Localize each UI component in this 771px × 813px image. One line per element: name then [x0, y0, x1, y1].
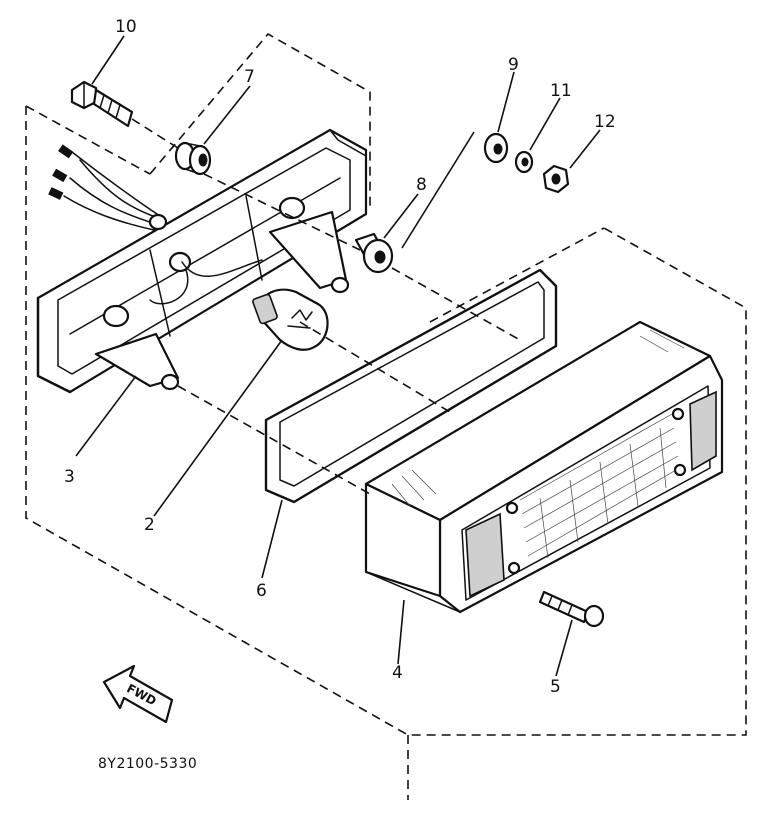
- part-number-9: 9: [508, 55, 519, 75]
- washer-part: [483, 132, 509, 164]
- screw-part: [70, 80, 179, 149]
- hex-nut-part: [542, 164, 570, 194]
- lens-texture: [391, 329, 685, 559]
- lens-part: [364, 320, 724, 614]
- grommet-part: [174, 141, 212, 176]
- part-number-7: 7: [244, 67, 255, 87]
- lens-screw-part: [538, 590, 605, 628]
- diagram-code: 8Y2100-5330: [98, 756, 197, 772]
- gasket-part: [264, 268, 558, 504]
- fwd-arrow-icon: FWD: [102, 664, 174, 724]
- lamp-base-part: [36, 128, 368, 394]
- part-number-3: 3: [64, 467, 75, 487]
- part-number-12: 12: [594, 112, 616, 132]
- part-labels: 10 7 9 11 12 8 3 2 6 4 5: [64, 17, 616, 697]
- part-number-8: 8: [416, 175, 427, 195]
- part-number-6: 6: [256, 581, 267, 601]
- collar-part: [354, 131, 475, 274]
- leader-lines: [75, 35, 601, 677]
- part-number-11: 11: [550, 81, 572, 101]
- part-number-10: 10: [115, 17, 137, 37]
- part-number-4: 4: [392, 663, 403, 683]
- part-number-5: 5: [550, 677, 561, 697]
- part-number-2: 2: [144, 515, 155, 535]
- assembly-axes: [177, 173, 521, 495]
- bulb-part: [252, 288, 329, 351]
- spring-nut-part: [514, 150, 534, 174]
